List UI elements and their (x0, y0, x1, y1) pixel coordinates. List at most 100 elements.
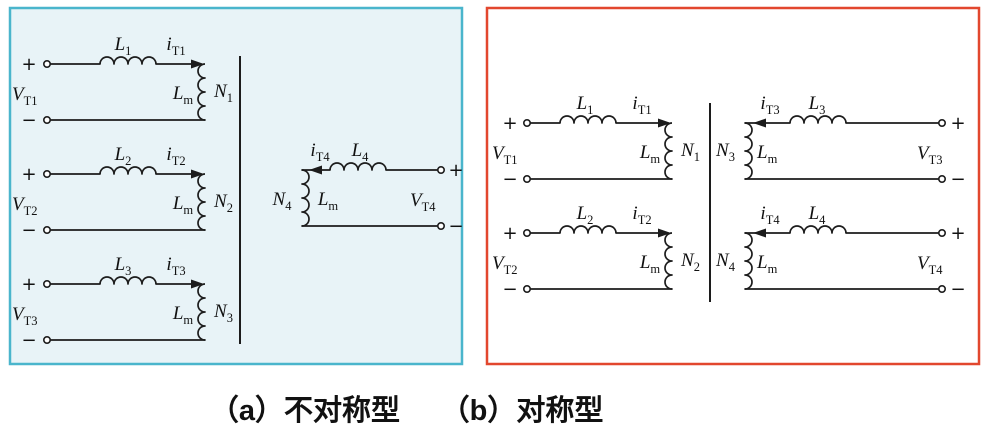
panel-a-box (8, 6, 464, 366)
label-V: VT3 (917, 143, 943, 167)
plus-sign: + (502, 113, 517, 134)
label-L: L1 (576, 93, 594, 117)
minus-sign: − (21, 110, 36, 131)
magnetizing-coil (744, 232, 753, 290)
magnetizing-coil (664, 232, 673, 290)
terminal (42, 226, 51, 235)
minus-sign: − (21, 220, 36, 241)
label-i: iT2 (166, 144, 185, 168)
terminal (436, 166, 445, 175)
minus-sign: − (502, 279, 517, 300)
inductor-coil (99, 56, 157, 65)
winding-b-right-2: N4 Lm + iT4 L4 − VT4 (715, 203, 966, 300)
panel-b: + L1 iT1 Lm N1 − VT1 + L2 iT2 (485, 6, 981, 366)
inductor-coil (329, 162, 387, 171)
label-L: L3 (808, 93, 826, 117)
panel-b-box (485, 6, 981, 366)
current-arrow (191, 279, 204, 289)
terminal (937, 175, 946, 184)
label-V: VT4 (917, 253, 943, 277)
label-V: VT3 (12, 304, 38, 328)
label-L: L4 (351, 140, 370, 164)
label-N: N2 (680, 250, 700, 274)
panel-a: + L1 iT1 Lm N1 − VT1 + L2 iT2 (8, 6, 464, 366)
caption-a: （a）不对称型 (210, 394, 400, 427)
label-L: L3 (114, 254, 132, 278)
label-i: iT1 (166, 34, 185, 58)
terminal (42, 335, 51, 344)
plus-sign: + (950, 113, 965, 134)
terminal (937, 119, 946, 128)
label-L: L2 (114, 144, 132, 168)
plus-sign: + (950, 223, 965, 244)
magnetizing-coil (744, 122, 753, 180)
minus-sign: − (21, 330, 36, 351)
plus-sign: + (21, 54, 36, 75)
terminal (937, 229, 946, 238)
label-V: VT4 (410, 190, 436, 214)
label-Lm: Lm (172, 83, 194, 107)
current-arrow (753, 118, 766, 128)
label-Lm: Lm (639, 142, 661, 166)
winding-a-left-1: + L1 iT1 Lm N1 − VT1 (12, 34, 233, 131)
label-V: VT1 (12, 84, 38, 108)
caption-b: （b）对称型 (441, 394, 604, 427)
inductor-coil (99, 276, 157, 285)
label-i: iT1 (632, 93, 651, 117)
label-Lm: Lm (756, 252, 778, 276)
label-N: N1 (213, 81, 233, 105)
label-N: N3 (213, 301, 233, 325)
plus-sign: + (21, 274, 36, 295)
terminal (42, 59, 51, 68)
minus-sign: − (502, 169, 517, 190)
label-Lm: Lm (639, 252, 661, 276)
terminal (436, 222, 445, 231)
minus-sign: − (950, 279, 965, 300)
magnetizing-coil (301, 169, 310, 227)
current-arrow (658, 228, 671, 238)
label-L: L4 (808, 203, 827, 227)
terminal (522, 284, 531, 293)
terminal (522, 175, 531, 184)
inductor-coil (99, 166, 157, 175)
current-arrow (309, 165, 322, 175)
plus-sign: + (502, 223, 517, 244)
minus-sign: − (950, 169, 965, 190)
label-i: iT3 (166, 254, 185, 278)
winding-b-right-1: N3 Lm + iT3 L3 − VT3 (715, 93, 966, 190)
label-V: VT2 (492, 253, 518, 277)
label-i: iT4 (760, 203, 780, 227)
inductor-coil (559, 225, 617, 234)
winding-a-left-3: + L3 iT3 Lm N3 − VT3 (12, 254, 233, 351)
terminal (42, 170, 51, 179)
label-i: iT3 (760, 93, 779, 117)
inductor-coil (559, 115, 617, 124)
winding-b-left-2: + L2 iT2 Lm N2 − VT2 (492, 203, 700, 300)
label-V: VT2 (12, 194, 38, 218)
label-N: N1 (680, 140, 700, 164)
terminal (937, 284, 946, 293)
terminal (522, 229, 531, 238)
winding-a-right-1: + − iT4 L4 N4 Lm VT4 (272, 140, 464, 237)
label-L: L1 (114, 34, 132, 58)
winding-b-left-1: + L1 iT1 Lm N1 − VT1 (492, 93, 700, 190)
inductor-coil (789, 225, 847, 234)
magnetizing-coil (197, 63, 206, 121)
current-arrow (191, 169, 204, 179)
label-i: iT4 (310, 140, 330, 164)
label-L: L2 (576, 203, 594, 227)
plus-sign: + (448, 160, 463, 181)
label-Lm: Lm (756, 142, 778, 166)
current-arrow (658, 118, 671, 128)
terminal (42, 279, 51, 288)
magnetizing-coil (197, 173, 206, 231)
label-N: N4 (715, 250, 736, 274)
plus-sign: + (21, 164, 36, 185)
label-N: N4 (272, 189, 293, 213)
inductor-coil (789, 115, 847, 124)
label-Lm: Lm (172, 193, 194, 217)
winding-a-left-2: + L2 iT2 Lm N2 − VT2 (12, 144, 233, 241)
current-arrow (191, 59, 204, 69)
